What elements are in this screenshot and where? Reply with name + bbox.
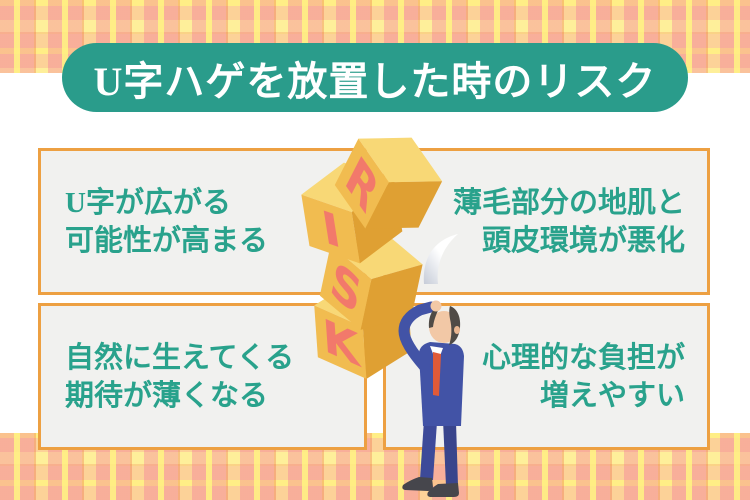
risk-card-line: 自然に生えてくる: [65, 341, 295, 374]
risk-card-line: 期待が薄くなる: [65, 379, 269, 412]
swoosh-icon: [423, 234, 458, 284]
risk-card-regrowth: 自然に生えてくる 期待が薄くなる: [38, 303, 367, 450]
worried-businessman-illustration: [398, 300, 464, 497]
risk-card-line: 頭皮環境が悪化: [481, 224, 685, 257]
risk-card-line: 薄毛部分の地肌と: [452, 186, 685, 219]
businessman-head: [428, 300, 461, 345]
title-banner: U字ハゲを放置した時のリスク: [62, 43, 688, 112]
risk-card-line: 増えやすい: [539, 379, 685, 412]
page-title: U字ハゲを放置した時のリスク: [93, 58, 657, 104]
risk-card-line: 心理的な負担が: [481, 341, 685, 374]
risk-block-R: R: [334, 137, 443, 229]
risk-card-line: 可能性が高まる: [65, 224, 269, 257]
businessman-raised-arm: [398, 301, 437, 372]
businessman-legs: [402, 420, 459, 497]
risk-card-line: U字が広がる: [65, 186, 231, 219]
businessman-torso: [419, 342, 464, 426]
